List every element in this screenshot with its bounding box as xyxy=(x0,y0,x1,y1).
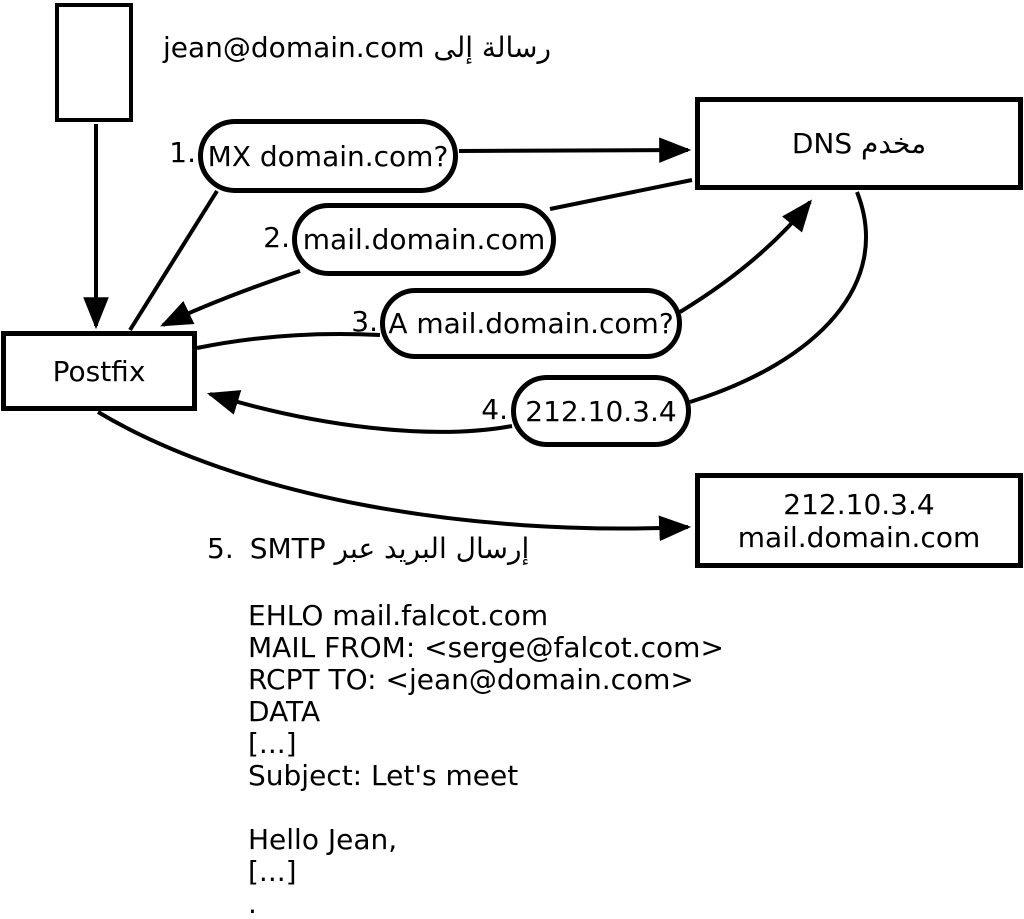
mx-answer-pill: mail.domain.com xyxy=(292,203,556,276)
step5-text: إرسال البريد عبر SMTP xyxy=(249,532,530,565)
step5-label: 5. إرسال البريد عبر SMTP xyxy=(207,532,529,565)
smtp-line: RCPT TO: <jean@domain.com> xyxy=(248,663,694,696)
postfix-box-label: Postfix xyxy=(52,354,146,388)
smtp-line: . xyxy=(248,887,257,919)
smtp-line: [...] xyxy=(248,855,297,888)
step1-number: 1. xyxy=(169,136,196,169)
smtp-line: DATA xyxy=(248,695,321,728)
line-dns-to-ip-answer xyxy=(689,191,868,404)
dns-server-box-label: مخدم DNS xyxy=(791,127,927,160)
arrow-mx-answer-to-postfix xyxy=(160,269,301,327)
mx-query-pill: MX domain.com? xyxy=(198,119,458,193)
mx-answer-text: mail.domain.com xyxy=(302,223,546,256)
line-postfix-to-a-query xyxy=(196,331,381,350)
arrow-mx-query-to-dns xyxy=(458,137,692,163)
sender-message-label: رسالة إلى jean@domain.com xyxy=(163,31,551,64)
step3-number: 3. xyxy=(351,305,378,338)
mail-server-hostname: mail.domain.com xyxy=(737,520,981,554)
smtp-line: MAIL FROM: <serge@falcot.com> xyxy=(248,631,724,664)
smtp-line: [...] xyxy=(248,727,297,760)
postfix-box: Postfix xyxy=(1,331,197,411)
dns-server-box: مخدم DNS xyxy=(695,97,1023,190)
mail-server-box: 212.10.3.4 mail.domain.com xyxy=(695,473,1023,568)
ip-answer-text: 212.10.3.4 xyxy=(525,394,677,428)
mail-server-ip: 212.10.3.4 xyxy=(783,487,935,521)
step2-number: 2. xyxy=(263,221,290,254)
ip-answer-pill: 212.10.3.4 xyxy=(511,375,691,447)
smtp-line: EHLO mail.falcot.com xyxy=(248,599,549,632)
smtp-line: Subject: Let's meet xyxy=(248,759,519,792)
sender-box xyxy=(55,3,133,122)
line-postfix-to-mx-query xyxy=(128,189,219,332)
a-query-pill: A mail.domain.com? xyxy=(380,288,682,359)
arrow-a-query-to-dns xyxy=(678,199,812,314)
a-query-text: A mail.domain.com? xyxy=(388,307,674,340)
line-dns-to-mx-answer xyxy=(549,178,693,211)
step5-number: 5. xyxy=(207,532,234,565)
step4-number: 4. xyxy=(481,393,508,426)
mail-server-box-label: 212.10.3.4 mail.domain.com xyxy=(738,488,980,554)
mx-query-text: MX domain.com? xyxy=(207,139,449,173)
arrow-postfix-to-mail-server xyxy=(96,410,692,542)
smtp-line xyxy=(248,792,724,824)
smtp-session-text: EHLO mail.falcot.com MAIL FROM: <serge@f… xyxy=(248,600,724,919)
arrow-ip-answer-to-postfix xyxy=(206,390,513,434)
smtp-line: Hello Jean, xyxy=(248,823,398,856)
